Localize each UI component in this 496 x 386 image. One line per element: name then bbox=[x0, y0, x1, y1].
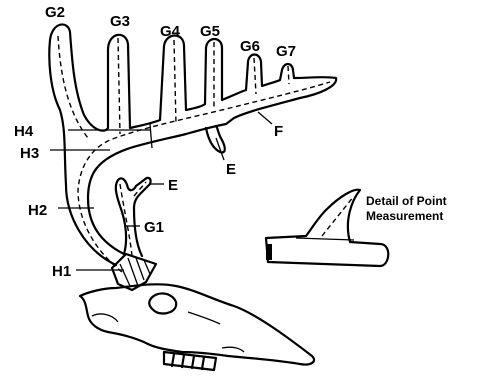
label-g3: G3 bbox=[110, 13, 130, 30]
teeth bbox=[164, 352, 216, 370]
label-e-lower: E bbox=[226, 161, 236, 178]
label-f: F bbox=[274, 123, 283, 140]
skull bbox=[80, 284, 314, 370]
label-h2: H2 bbox=[28, 202, 47, 219]
detail-caption-line1: Detail of Point bbox=[366, 194, 447, 208]
label-h4: H4 bbox=[14, 123, 34, 140]
h4-cross bbox=[150, 124, 152, 148]
g7-length-line bbox=[288, 66, 289, 84]
circumference-lines bbox=[50, 112, 272, 270]
label-g2: G2 bbox=[45, 4, 65, 21]
main-beam-length-line bbox=[78, 82, 330, 272]
detail-cut-face bbox=[266, 244, 272, 260]
skull-detail bbox=[92, 312, 244, 352]
skull-outline bbox=[80, 284, 314, 364]
g6-length-line bbox=[254, 58, 256, 94]
labels: G2 G3 G4 G5 G6 G7 H4 H3 H2 H1 E E F G1 D… bbox=[14, 4, 447, 280]
brow-tine bbox=[116, 178, 151, 256]
label-e-brow: E bbox=[168, 177, 178, 194]
label-h1: H1 bbox=[52, 263, 71, 280]
eye-socket bbox=[149, 293, 176, 313]
label-g6: G6 bbox=[240, 38, 260, 55]
detail-caption-line2: Measurement bbox=[366, 209, 443, 223]
label-h3: H3 bbox=[20, 145, 39, 162]
label-g4: G4 bbox=[160, 23, 181, 40]
antler bbox=[49, 24, 336, 265]
lower-e-tine bbox=[206, 126, 225, 152]
label-g1: G1 bbox=[144, 219, 164, 236]
label-g7: G7 bbox=[276, 43, 296, 60]
detail-baseline bbox=[296, 238, 354, 240]
f-line bbox=[258, 112, 272, 124]
g3-length-line bbox=[118, 38, 120, 134]
label-g5: G5 bbox=[200, 23, 220, 40]
g4-length-line bbox=[174, 40, 176, 124]
antler-outline bbox=[49, 24, 336, 265]
